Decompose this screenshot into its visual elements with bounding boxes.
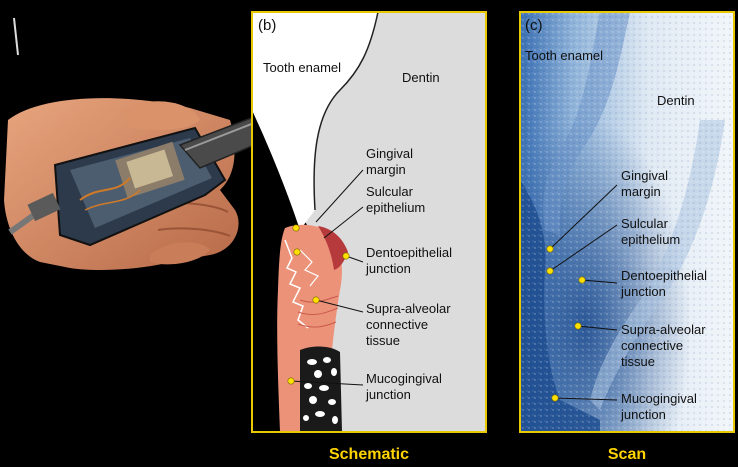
dentin-label: Dentin: [402, 70, 440, 85]
enamel-label: Tooth enamel: [525, 48, 603, 63]
dentin-label: Dentin: [657, 93, 695, 108]
panel-scan: (c) Tooth enamel Dentin Gingival margin …: [520, 12, 734, 463]
sulcular-epithelium-label: Sulcular epithelium: [366, 184, 425, 215]
scan-caption: Scan: [608, 446, 646, 463]
panel-tag: (b): [258, 17, 276, 34]
sulcular-epithelium-label: Sulcular epithelium: [621, 216, 680, 247]
enamel-label: Tooth enamel: [263, 60, 341, 75]
schematic-caption: Schematic: [329, 446, 409, 463]
panel-tag: (c): [525, 17, 543, 34]
panel-schematic: (b) Tooth enamel Dentin Gingival margin …: [252, 12, 486, 463]
